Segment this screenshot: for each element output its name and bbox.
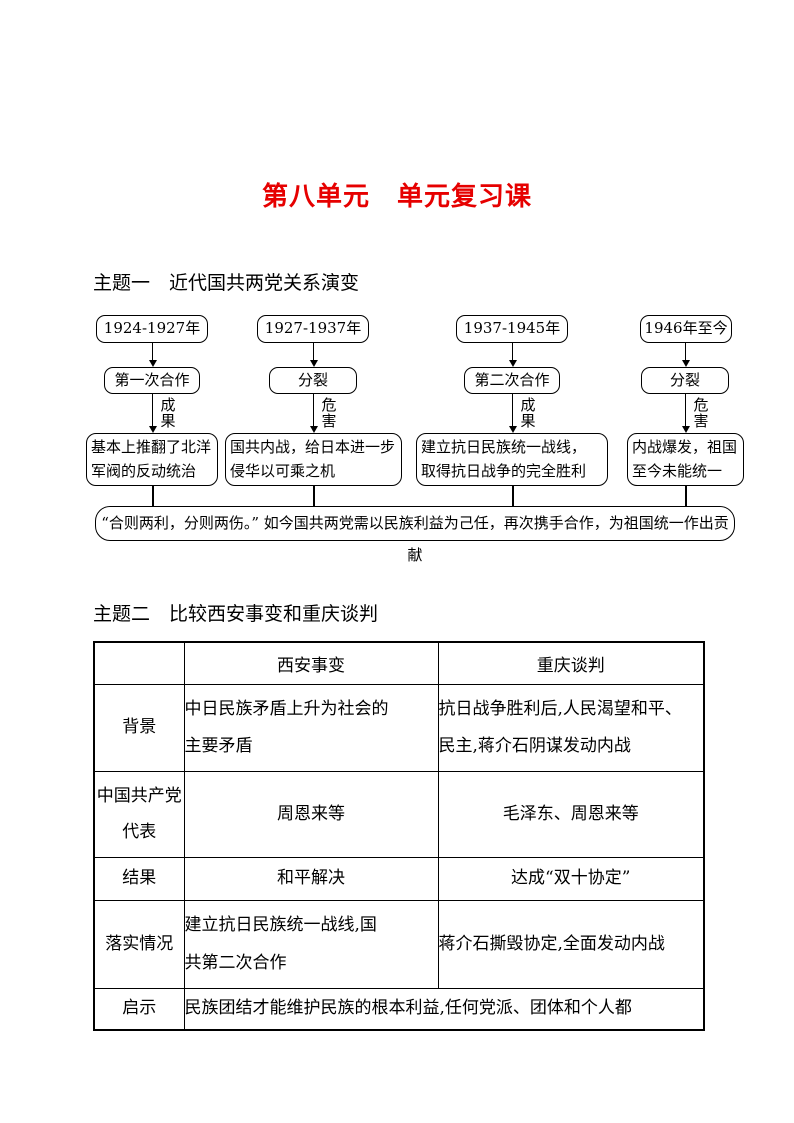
arrow-label-1: 成果: [160, 396, 176, 430]
phase-box-2: 分裂: [269, 367, 357, 394]
result-box-1: 基本上推翻了北洋 军阀的反动统治: [86, 433, 218, 486]
period-box-2: 1927-1937年: [257, 315, 369, 343]
down-arrow-icon: [681, 394, 690, 433]
connector-line-3: [512, 486, 514, 506]
cell-revelation-merged: 民族团结才能维护民族的根本利益,任何党派、团体和个人都: [183, 988, 705, 1031]
document-title: 第八单元 单元复习课: [261, 182, 532, 212]
row-label-implementation: 落实情况: [93, 900, 185, 989]
connector-line-1: [152, 486, 154, 506]
phase-box-3: 第二次合作: [464, 367, 560, 394]
comparison-table: 西安事变 重庆谈判 背景 中日民族矛盾上升为社会的 主要矛盾 抗日战争胜利后,人…: [93, 641, 705, 1031]
period-box-4: 1946年至今: [640, 315, 732, 343]
down-arrow-icon: [148, 343, 157, 367]
period-box-3: 1937-1945年: [456, 315, 568, 343]
cell-representatives-xian: 周恩来等: [183, 771, 439, 858]
connector-line-4: [685, 486, 687, 506]
row-label-background: 背景: [93, 684, 185, 772]
summary-box: “合则两利，分则两伤。” 如今国共两党需以民族利益为己任，再次携手合作，为祖国统…: [95, 506, 735, 564]
row-label-cpc-representatives: 中国共产党 代表: [93, 771, 185, 858]
table-header-chongqing-negotiations: 重庆谈判: [437, 641, 705, 685]
phase-box-4: 分裂: [641, 367, 729, 394]
cell-representatives-chongqing: 毛泽东、周恩来等: [437, 771, 705, 858]
arrow-label-2: 危害: [321, 396, 337, 430]
cell-background-chongqing: 抗日战争胜利后,人民渴望和平、 民主,蒋介石阴谋发动内战: [437, 684, 705, 772]
down-arrow-icon: [309, 343, 318, 367]
table-corner-cell: [93, 641, 185, 685]
down-arrow-icon: [681, 343, 690, 367]
down-arrow-icon: [508, 343, 517, 367]
row-label-revelation: 启示: [93, 988, 185, 1031]
result-box-2: 国共内战，给日本进一步 侵华以可乘之机: [225, 433, 402, 486]
cell-implementation-chongqing: 蒋介石撕毁协定,全面发动内战: [437, 900, 705, 989]
cell-background-xian: 中日民族矛盾上升为社会的 主要矛盾: [183, 684, 439, 772]
phase-box-1: 第一次合作: [104, 367, 200, 394]
row-label-outcome: 结果: [93, 857, 185, 901]
cell-outcome-chongqing: 达成“双十协定”: [437, 857, 705, 901]
table-header-xian-incident: 西安事变: [183, 641, 439, 685]
down-arrow-icon: [508, 394, 517, 433]
down-arrow-icon: [148, 394, 157, 433]
connector-line-2: [313, 486, 315, 506]
result-box-3: 建立抗日民族统一战线， 取得抗日战争的完全胜利: [416, 433, 608, 486]
cell-implementation-xian: 建立抗日民族统一战线,国 共第二次合作: [183, 900, 439, 989]
theme1-heading: 主题一 近代国共两党关系演变: [93, 272, 360, 294]
down-arrow-icon: [309, 394, 318, 433]
theme2-heading: 主题二 比较西安事变和重庆谈判: [93, 603, 379, 625]
cell-outcome-xian: 和平解决: [183, 857, 439, 901]
arrow-label-3: 成果: [520, 396, 536, 430]
period-box-1: 1924-1927年: [96, 315, 208, 343]
result-box-4: 内战爆发，祖国 至今未能统一: [627, 433, 744, 486]
arrow-label-4: 危害: [693, 396, 709, 430]
